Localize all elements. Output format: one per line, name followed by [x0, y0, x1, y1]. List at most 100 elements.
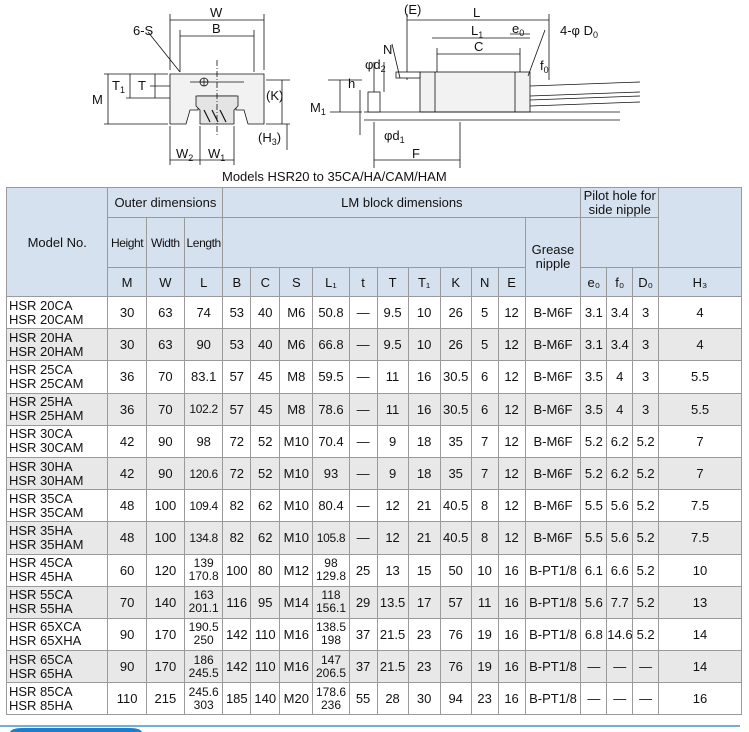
cell-grease: B-M6F: [524, 360, 582, 394]
model-name: HSR 65CA: [9, 651, 73, 667]
cell-e0: —: [580, 650, 608, 684]
cell-e: 12: [497, 392, 526, 426]
sym-L: L: [184, 267, 224, 297]
label-K: (K): [266, 88, 283, 103]
cell-t: 21.5: [376, 617, 409, 652]
cell-w: 215: [145, 682, 186, 716]
model-name: HSR 35CA: [9, 490, 73, 506]
cell-value: 98: [324, 556, 338, 571]
model-name: HSR 20HA: [9, 329, 73, 345]
cell-grease: B-PT1/8: [524, 650, 582, 684]
cell-l: 74: [184, 295, 224, 330]
cell-s: M10: [279, 456, 314, 491]
cell-h3: 5.5: [658, 392, 742, 426]
cell-value: 139: [193, 556, 214, 571]
cell-l: 120.6: [184, 456, 224, 491]
cell-t: 11: [376, 392, 409, 426]
sym-H3: H₃: [658, 267, 742, 297]
cell-d0: —: [632, 682, 660, 716]
cell-c: 62: [250, 489, 281, 523]
cell-t: 21.5: [376, 650, 409, 684]
cell-t: —: [348, 392, 378, 426]
cell-e: 12: [497, 521, 526, 555]
cell-grease: B-PT1/8: [524, 553, 582, 587]
cell-m: 48: [107, 521, 147, 555]
sym-M: M: [107, 267, 147, 297]
cell-k: 76: [439, 650, 472, 684]
cell-w: 90: [145, 424, 186, 458]
cell-t: 55: [348, 682, 378, 716]
model-name: HSR 85HA: [9, 697, 73, 713]
cell-d0: 5.2: [632, 585, 660, 619]
cell-c: 110: [250, 650, 281, 684]
cell-s: M12: [279, 553, 314, 587]
cell-n: 6: [470, 392, 499, 426]
sym-S: S: [279, 267, 314, 297]
cell-f0: —: [606, 682, 634, 716]
cell-value: 236: [320, 697, 341, 712]
cell-s: M16: [279, 617, 314, 652]
cell-t: 29: [348, 585, 378, 619]
cell-value: 163: [193, 588, 214, 603]
cell-l1: 78.6: [312, 392, 350, 426]
label-W2: W2: [176, 146, 193, 163]
label-F: F: [412, 146, 420, 161]
cell-t: —: [348, 456, 378, 491]
cell-t: —: [348, 360, 378, 394]
cell-b: 142: [222, 650, 252, 684]
model-name: HSR 35HA: [9, 522, 73, 538]
cell-d0: —: [632, 650, 660, 684]
sym-N: N: [470, 267, 499, 297]
specification-table: Model No. Outer dimensions LM block dime…: [5, 187, 742, 716]
cell-c: 140: [250, 682, 281, 716]
cell-c: 62: [250, 521, 281, 555]
label-L: L: [473, 5, 480, 20]
model-name: HSR 30CA: [9, 426, 73, 442]
cell-t: 9: [376, 456, 409, 491]
cell-t1: 23: [407, 650, 441, 684]
dimension-diagram: W B 6-S T1 T M (K) (H3) W2 W1 (E) L L1 C…: [92, 2, 641, 184]
cell-n: 7: [470, 424, 499, 458]
sym-E: E: [497, 267, 526, 297]
cell-grease: B-M6F: [524, 392, 582, 426]
cell-l: 109.4: [184, 489, 224, 523]
cell-e0: 5.6: [580, 585, 608, 619]
header-pilot-hole: Pilot hole for side nipple: [580, 187, 660, 218]
cell-value: 138.5: [315, 620, 346, 635]
cell-c: 110: [250, 617, 281, 652]
cell-k: 76: [439, 617, 472, 652]
cell-l: 90: [184, 328, 224, 362]
cell-m: 48: [107, 489, 147, 523]
cell-b: 72: [222, 456, 252, 491]
cell-s: M20: [279, 682, 314, 716]
cell-s: M10: [279, 489, 314, 523]
cell-l1: 93: [312, 456, 350, 491]
cell-d0: 5.2: [632, 456, 660, 491]
cell-t: —: [348, 295, 378, 330]
cell-n: 6: [470, 360, 499, 394]
label-d1: φd1: [384, 128, 405, 145]
cell-value: 186: [193, 652, 214, 667]
cell-k: 35: [439, 424, 472, 458]
cell-b: 82: [222, 489, 252, 523]
cell-w: 170: [145, 617, 186, 652]
cell-e: 16: [497, 650, 526, 684]
cell-e0: 5.2: [580, 424, 608, 458]
sym-t: t: [348, 267, 378, 297]
cell-m: 90: [107, 650, 147, 684]
cell-w: 70: [145, 360, 186, 394]
cell-h3: 7: [658, 456, 742, 491]
